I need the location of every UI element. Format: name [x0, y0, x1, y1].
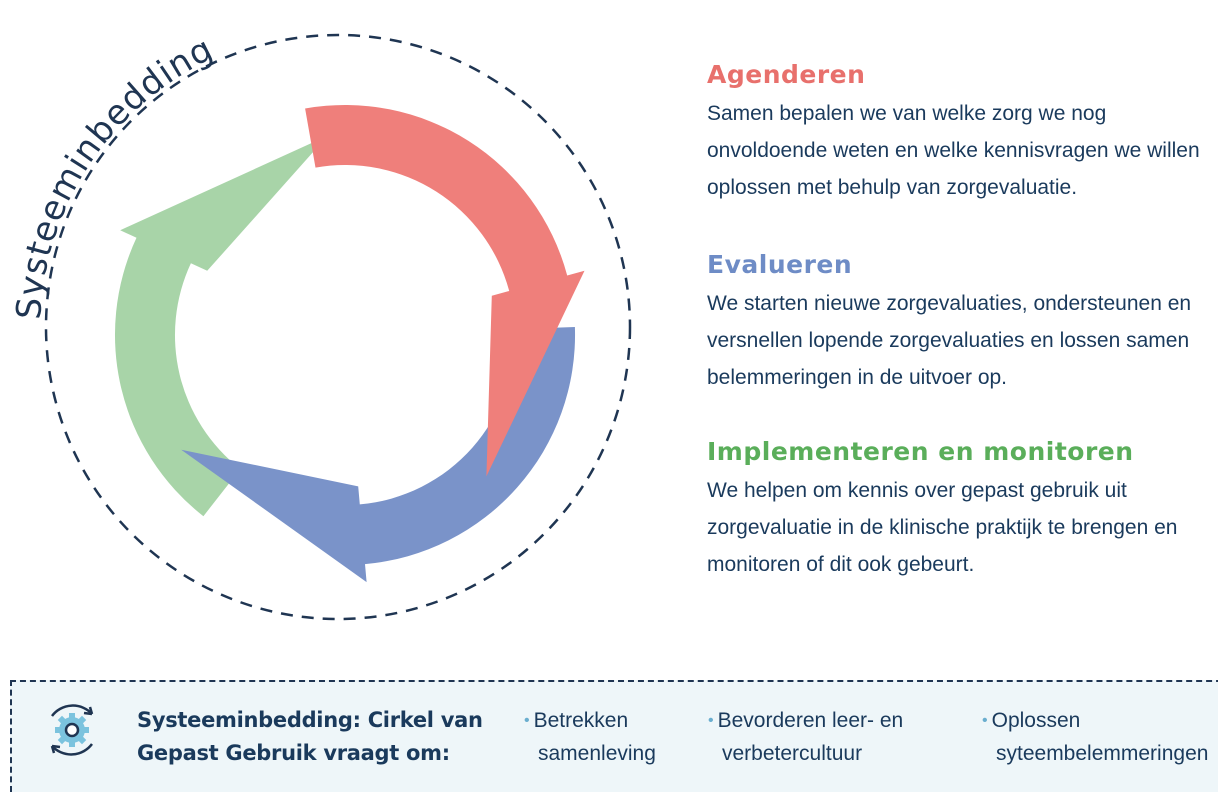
ring-label-text: Systeeminbedding: [9, 29, 219, 321]
cycle-diagram: Systeeminbedding: [9, 29, 632, 621]
section-title-evalueren: Evalueren: [707, 250, 853, 279]
bar-item-line1: Oplossen: [991, 709, 1081, 732]
bar-item-line2: samenleving: [538, 742, 656, 765]
bullet-icon: •: [708, 712, 714, 729]
section-agenderen: Agenderen Samen bepalen we van welke zor…: [707, 60, 1217, 206]
section-text-implementeren: We helpen om kennis over gepast gebruik …: [707, 479, 1178, 576]
bar-item-betrekken: •Betrekken samenleving: [524, 704, 656, 770]
section-text-evalueren: We starten nieuwe zorgevaluaties, onders…: [707, 292, 1192, 389]
bar-item-line1: Betrekken: [533, 709, 629, 732]
bottom-bar: Systeeminbedding: Cirkel van Gepast Gebr…: [10, 680, 1218, 792]
section-title-implementeren: Implementeren en monitoren: [707, 437, 1134, 466]
agenderen-arrow: [305, 105, 585, 477]
section-evalueren: Evalueren We starten nieuwe zorgevaluati…: [707, 250, 1217, 396]
bar-item-bevorderen: •Bevorderen leer- en verbetercultuur: [708, 704, 903, 770]
gear-cycle-icon: [50, 704, 94, 756]
bar-item-line2: verbetercultuur: [722, 742, 863, 765]
bullet-icon: •: [982, 712, 988, 729]
section-title-agenderen: Agenderen: [707, 60, 866, 89]
evalueren-arrow: [181, 327, 576, 583]
implementeren-arrow: [114, 135, 328, 517]
bar-item-line2: syteembelemmeringen: [996, 742, 1209, 765]
section-text-agenderen: Samen bepalen we van welke zorg we nog o…: [707, 102, 1200, 199]
section-implementeren: Implementeren en monitoren We helpen om …: [707, 437, 1217, 583]
bottom-bar-title: Systeeminbedding: Cirkel van Gepast Gebr…: [137, 708, 483, 765]
ring-label: Systeeminbedding: [9, 29, 220, 321]
bar-item-oplossen: •Oplossen syteembelemmeringen: [982, 704, 1208, 770]
dashed-system-circle: [44, 33, 632, 621]
bullet-icon: •: [524, 712, 530, 729]
bar-item-line1: Bevorderen leer- en: [717, 709, 904, 732]
